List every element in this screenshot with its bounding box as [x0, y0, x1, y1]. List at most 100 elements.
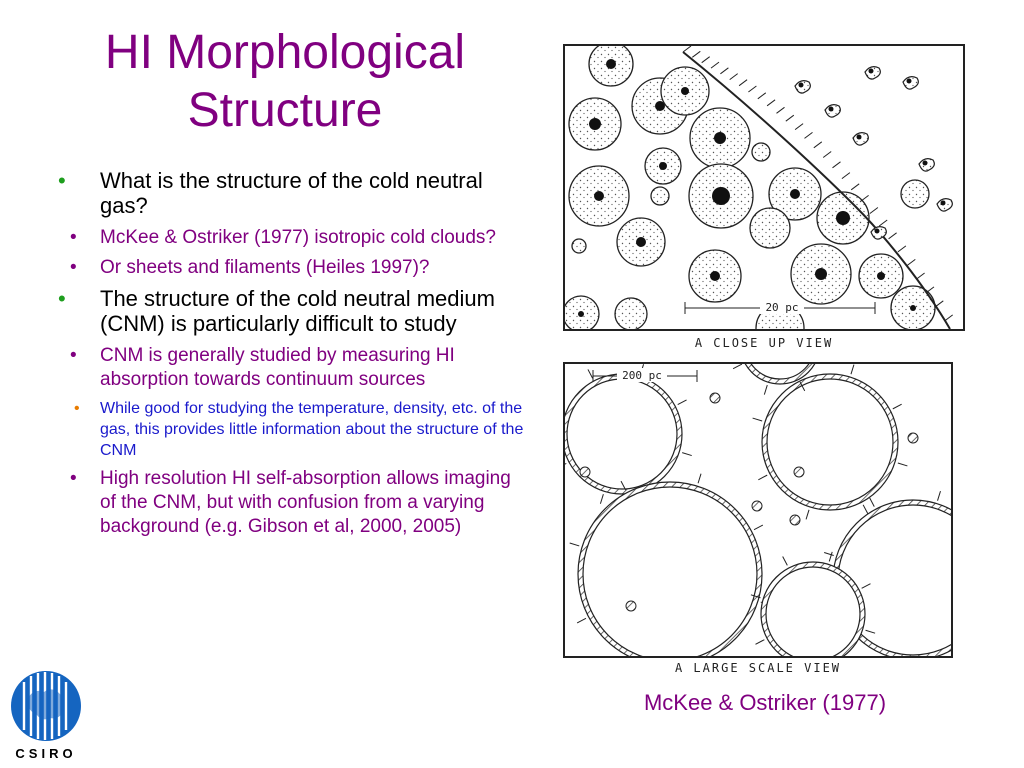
bullet-cold-gas-question: •What is the structure of the cold neutr… — [58, 168, 483, 218]
expansion-arrow — [565, 462, 567, 465]
cloud-core — [815, 268, 827, 280]
cloud-core — [681, 87, 689, 95]
cloud-envelope — [749, 207, 791, 249]
large-scale-view-label: A LARGE SCALE VIEW — [674, 661, 842, 675]
filament-core — [874, 228, 880, 234]
small-cloud — [709, 392, 721, 404]
small-cloud — [625, 600, 637, 612]
cloud-core — [659, 162, 667, 170]
filament-clump — [918, 158, 935, 172]
expansion-arrow — [569, 542, 580, 547]
filament-clump — [824, 104, 841, 118]
cloud-envelope — [650, 186, 670, 206]
sub-bullet-self-absorption: •High resolution HI self-absorption allo… — [70, 468, 511, 537]
expansion-arrow — [862, 504, 869, 514]
expansion-arrow — [752, 417, 763, 422]
expansion-arrow — [799, 381, 806, 392]
cloud-core — [877, 272, 885, 280]
remnant-bubble-interior — [766, 378, 894, 506]
figure-caption: McKee & Ostriker (1977) — [643, 690, 887, 715]
expansion-arrow — [677, 399, 687, 406]
expansion-arrow — [620, 480, 627, 491]
sub-bullet-heiles: •Or sheets and filaments (Heiles 1997)? — [70, 257, 430, 278]
title-line-2: Structure — [187, 84, 383, 137]
expansion-arrow — [758, 474, 768, 481]
filament-core — [868, 68, 874, 74]
sub-bullet-mckee: •McKee & Ostriker (1977) isotropic cold … — [70, 227, 496, 248]
cloud-envelope — [900, 179, 930, 209]
bullet-marker: • — [58, 286, 66, 311]
title-line-1: HI Morphological — [104, 26, 466, 79]
expansion-arrow — [753, 524, 764, 531]
cloud-core — [578, 311, 584, 317]
bullet-marker: • — [58, 168, 66, 193]
filament-clump — [852, 132, 869, 146]
remnant-bubble-interior — [750, 364, 810, 380]
filament-clump — [902, 76, 919, 90]
expansion-arrow — [682, 452, 692, 457]
expansion-arrow — [897, 462, 908, 467]
filament-core — [856, 134, 862, 140]
scale-label-20pc: 20 pc — [765, 301, 798, 314]
filament-core — [940, 200, 946, 206]
filament-core — [922, 160, 928, 166]
filament-core — [798, 82, 804, 88]
small-cloud — [579, 466, 591, 478]
sub-bullet-absorption: •CNM is generally studied by measuring H… — [70, 345, 455, 390]
cloud-core — [594, 191, 604, 201]
bullet-marker: • — [70, 227, 77, 248]
small-cloud — [793, 466, 805, 478]
small-cloud — [907, 432, 919, 444]
expansion-arrow — [824, 552, 834, 556]
shock-front-hatching — [682, 45, 953, 322]
csiro-logo-icon — [11, 671, 81, 741]
cloud-envelope — [571, 238, 587, 254]
expansion-arrow — [805, 509, 810, 520]
expansion-arrow — [861, 583, 871, 589]
sub-sub-bullet-limitation: •While good for studying the temperature… — [74, 400, 524, 459]
cloud-core — [606, 59, 616, 69]
close-up-view-drawing: 20 pc — [562, 41, 953, 353]
filament-clump — [936, 198, 953, 212]
close-up-view-panel: 20 pc — [562, 41, 965, 353]
cloud-envelope — [751, 142, 771, 162]
cloud-core — [655, 101, 665, 111]
shock-front-curve — [682, 51, 951, 330]
bullet-marker: • — [74, 400, 80, 417]
remnant-bubble-interior — [765, 566, 861, 656]
close-up-view-label: A CLOSE UP VIEW — [694, 336, 834, 350]
small-cloud — [751, 500, 763, 512]
expansion-arrow — [599, 494, 604, 504]
cloud-core — [589, 118, 601, 130]
expansion-arrow — [850, 364, 855, 375]
filament-clump — [794, 80, 811, 94]
cloud-core — [714, 132, 726, 144]
csiro-logo-text: CSIRO — [15, 746, 77, 761]
bullet-cnm-difficult: •The structure of the cold neutral mediu… — [58, 286, 495, 336]
csiro-logo: CSIRO — [6, 668, 86, 763]
cloud-core — [910, 305, 916, 311]
expansion-arrow — [828, 551, 833, 562]
bullet-list: •What is the structure of the cold neutr… — [58, 168, 528, 545]
expansion-arrow — [732, 364, 743, 370]
expansion-arrow — [576, 617, 587, 624]
expansion-arrow — [587, 369, 594, 379]
scale-label-bg — [617, 368, 667, 382]
expansion-arrow — [869, 497, 875, 507]
scale-label-200pc: 200 pc — [622, 369, 662, 382]
small-cloud — [789, 514, 801, 526]
large-scale-view-drawing: 200 pc — [565, 364, 951, 656]
cloud-core — [636, 237, 646, 247]
expansion-arrow — [750, 594, 761, 599]
bullet-marker: • — [70, 257, 77, 278]
scale-label-bg — [760, 300, 804, 314]
filament-clump — [864, 66, 881, 80]
bullet-marker: • — [70, 468, 77, 489]
filament-core — [906, 78, 912, 84]
cloud-core — [790, 189, 800, 199]
slide-title: HI Morphological Structure — [40, 24, 530, 140]
cloud-core — [710, 271, 720, 281]
expansion-arrow — [865, 629, 876, 634]
expansion-arrow — [782, 556, 788, 566]
expansion-arrow — [892, 403, 902, 410]
